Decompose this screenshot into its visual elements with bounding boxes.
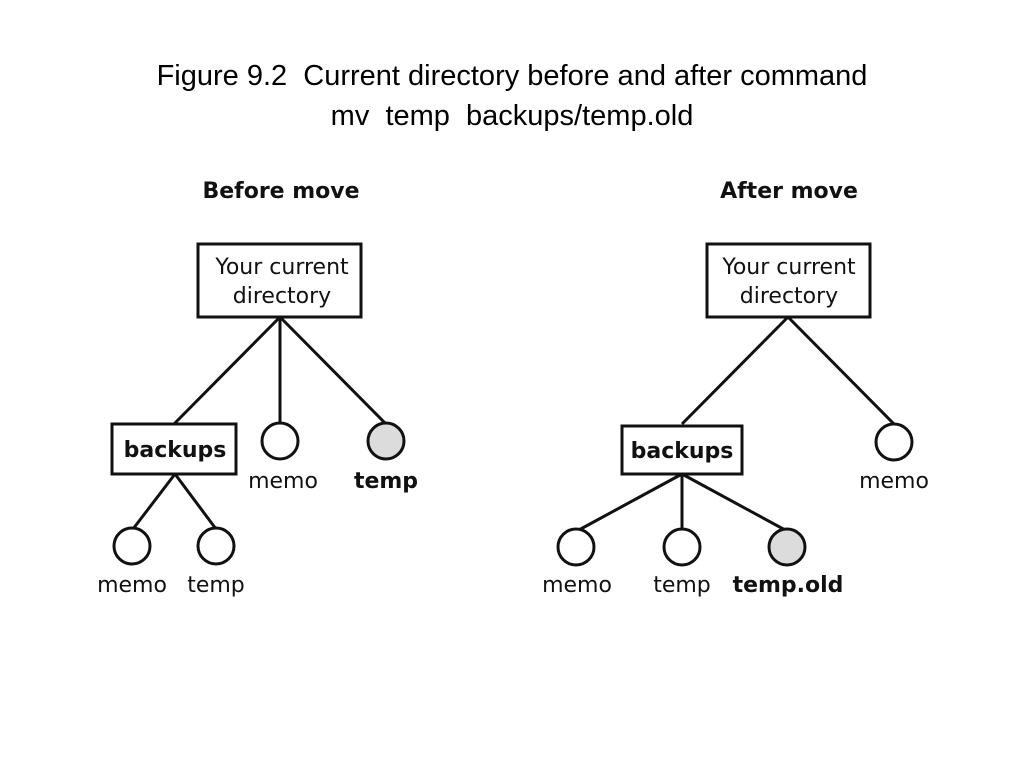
- after-backups-memo-label: memo: [542, 573, 612, 598]
- before-memo-file-node: [260, 421, 300, 461]
- edge-backups-temp: [173, 473, 218, 530]
- after-root-directory-box: [705, 242, 872, 319]
- after-tree: After move Your current directory backup…: [542, 179, 929, 598]
- after-backups-temp-old-label: temp.old: [733, 573, 844, 598]
- edge-after-backups-memo: [576, 472, 683, 533]
- edge-backups-memo: [131, 473, 177, 530]
- before-tree: Before move Your current directory backu…: [97, 179, 418, 598]
- before-backups-box: [110, 422, 238, 476]
- after-backups-label: backups: [631, 439, 734, 464]
- after-root-label-line-2: directory: [740, 284, 838, 309]
- edge-after-root-backups: [680, 315, 790, 426]
- before-root-directory-box: [196, 242, 363, 319]
- after-backups-box: [620, 424, 744, 476]
- before-backups-temp-label: temp: [187, 573, 245, 598]
- edge-after-root-memo: [786, 315, 896, 426]
- after-backups-memo-node: [556, 527, 596, 567]
- before-temp-file-node: [366, 421, 406, 461]
- before-temp-label: temp: [354, 469, 418, 494]
- before-backups-temp-node: [196, 526, 236, 566]
- after-backups-temp-old-node: [767, 527, 807, 567]
- edge-root-backups: [172, 315, 282, 426]
- figure-caption-line-2: mv temp backups/temp.old: [330, 100, 694, 132]
- after-title: After move: [720, 179, 858, 204]
- figure-caption-line-1: Figure 9.2 Current directory before and …: [156, 60, 868, 92]
- before-backups-label: backups: [124, 438, 227, 463]
- before-backups-memo-node: [112, 526, 152, 566]
- before-root-label-line-1: Your current: [214, 255, 349, 280]
- after-memo-label: memo: [859, 469, 929, 494]
- before-backups-memo-label: memo: [97, 573, 167, 598]
- before-root-label-line-2: directory: [233, 284, 331, 309]
- before-title: Before move: [202, 179, 359, 204]
- after-backups-temp-node: [662, 527, 702, 567]
- edge-after-backups-temp-old: [681, 472, 788, 533]
- after-memo-file-node: [874, 422, 914, 462]
- edge-root-temp: [278, 315, 388, 426]
- before-memo-label: memo: [248, 469, 318, 494]
- after-root-label-line-1: Your current: [721, 255, 856, 280]
- after-backups-temp-label: temp: [653, 573, 711, 598]
